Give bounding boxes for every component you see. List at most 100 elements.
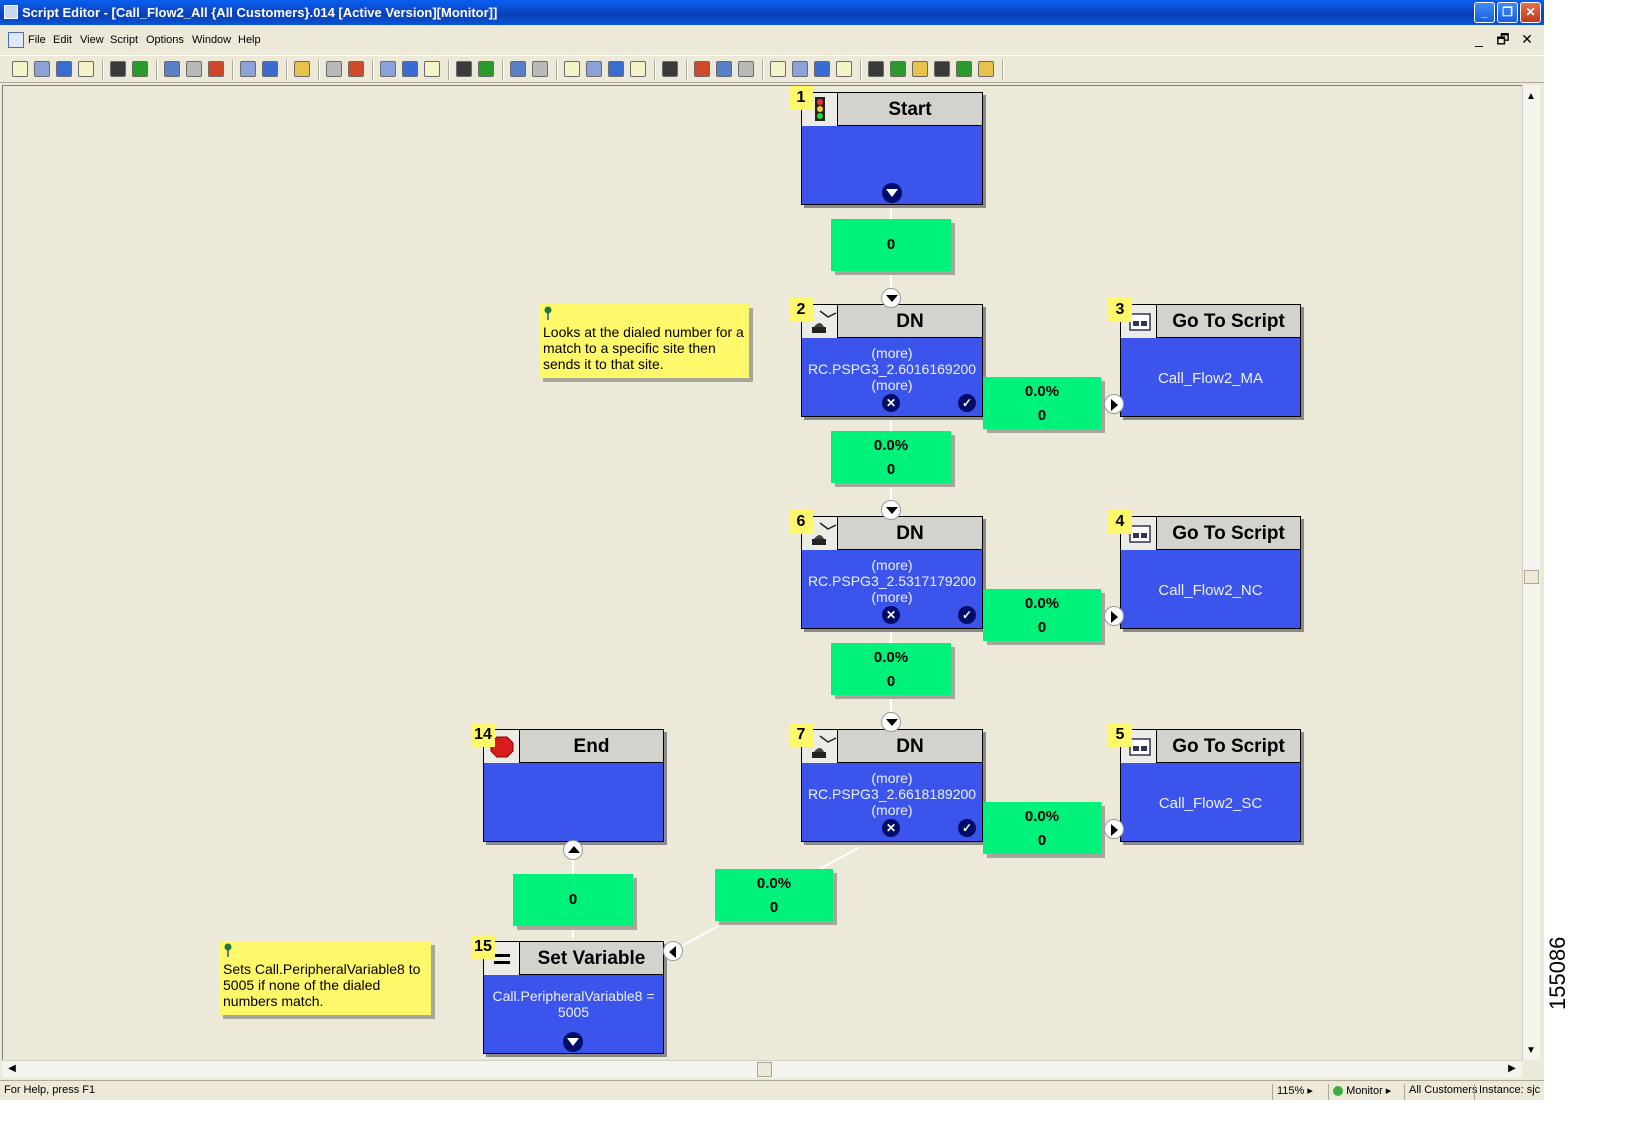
- scroll-up-icon[interactable]: ▲: [1526, 91, 1536, 102]
- counter-dn7-fail: 0.0% 0: [715, 869, 833, 921]
- connect-icon[interactable]: [402, 61, 418, 77]
- scroll-left-icon[interactable]: ◀: [8, 1063, 16, 1074]
- doc-restore-button[interactable]: 🗗: [1496, 31, 1510, 47]
- failure-connector-icon[interactable]: ✕: [882, 819, 900, 837]
- failure-connector-icon[interactable]: ✕: [882, 606, 900, 624]
- connector-in-6[interactable]: [881, 500, 901, 520]
- connector-in-14[interactable]: [563, 840, 583, 860]
- doc-minimize-button[interactable]: _: [1475, 31, 1483, 47]
- print-icon[interactable]: [956, 61, 972, 77]
- validate-icon[interactable]: [262, 61, 278, 77]
- success-connector-icon[interactable]: ✓: [958, 394, 976, 412]
- copy-icon[interactable]: [186, 61, 202, 77]
- node-end[interactable]: 14 End: [471, 723, 664, 842]
- comment-note-2[interactable]: Sets Call.PeripheralVariable8 to 5005 if…: [219, 941, 431, 1015]
- failure-connector-icon[interactable]: ✕: [882, 394, 900, 412]
- connector-in-4[interactable]: [1104, 606, 1124, 626]
- link-icon[interactable]: [510, 61, 526, 77]
- node-icon[interactable]: [456, 61, 472, 77]
- connector-in-5[interactable]: [1104, 819, 1124, 839]
- scroll-thumb[interactable]: [1524, 570, 1539, 584]
- zoom-fit-icon[interactable]: [564, 61, 580, 77]
- new-icon[interactable]: [868, 61, 884, 77]
- browse-mode-icon[interactable]: [424, 61, 440, 77]
- menu-script[interactable]: Script: [110, 34, 139, 46]
- node-dn-7[interactable]: 7 DN (more) RC.PSPG3_2.6618189200 (more)…: [789, 723, 983, 842]
- browse-icon[interactable]: [294, 61, 310, 77]
- find-icon[interactable]: [240, 61, 256, 77]
- align-icon[interactable]: [792, 61, 808, 77]
- lay-out-icon[interactable]: [694, 61, 710, 77]
- zoom-custom-icon[interactable]: [630, 61, 646, 77]
- print-preview-icon[interactable]: [132, 61, 148, 77]
- close-button[interactable]: ✕: [1520, 2, 1541, 23]
- menu-view[interactable]: View: [80, 34, 104, 46]
- scroll-down-icon[interactable]: ▼: [1526, 1045, 1536, 1056]
- find-node-icon[interactable]: [532, 61, 548, 77]
- validate-all-icon[interactable]: [738, 61, 754, 77]
- document-icon[interactable]: [8, 32, 24, 48]
- status-mode[interactable]: Monitor ▸: [1328, 1084, 1402, 1100]
- scroll-right-icon[interactable]: ▶: [1508, 1063, 1516, 1074]
- connector-in-15[interactable]: [663, 941, 683, 961]
- node-title: DN: [896, 523, 924, 544]
- comment-note-1[interactable]: Looks at the dialed number for a match t…: [539, 304, 749, 378]
- node-line: RC.PSPG3_2.6618189200: [807, 786, 977, 802]
- tree-icon[interactable]: [770, 61, 786, 77]
- save-all-icon[interactable]: [78, 61, 94, 77]
- node-dn-2[interactable]: 2 DN (more) RC.PSPG3_2.6016169200 (more)…: [789, 298, 983, 417]
- save-icon[interactable]: [912, 61, 928, 77]
- node-dn-6[interactable]: 6 DN (more) RC.PSPG3_2.5317179200 (more)…: [789, 510, 983, 629]
- grid-icon[interactable]: [662, 61, 678, 77]
- validate-script-icon[interactable]: [716, 61, 732, 77]
- open-icon[interactable]: [34, 61, 50, 77]
- print-preview-icon[interactable]: [978, 61, 994, 77]
- distribute-icon[interactable]: [814, 61, 830, 77]
- menu-file[interactable]: File: [28, 34, 46, 46]
- new-icon[interactable]: [12, 61, 28, 77]
- counter-value: 0: [886, 236, 896, 253]
- select-icon[interactable]: [380, 61, 396, 77]
- zoom-out-icon[interactable]: [608, 61, 624, 77]
- connector-in-2[interactable]: [881, 288, 901, 308]
- success-connector-icon[interactable]: ✓: [958, 819, 976, 837]
- exit-connector[interactable]: [563, 1032, 583, 1052]
- figure-id: 155086: [1545, 936, 1570, 1010]
- help-icon[interactable]: [326, 61, 342, 77]
- doc-close-button[interactable]: ✕: [1521, 31, 1533, 47]
- node-goto-5[interactable]: 5 Go To Script Call_Flow2_SC: [1108, 723, 1301, 842]
- menu-help[interactable]: Help: [238, 34, 261, 46]
- scroll-thumb[interactable]: [757, 1062, 772, 1077]
- route-icon[interactable]: [478, 61, 494, 77]
- connector-in-7[interactable]: [881, 712, 901, 732]
- comment-text: Sets Call.PeripheralVariable8 to 5005 if…: [223, 961, 421, 1009]
- connector-in-3[interactable]: [1104, 394, 1124, 414]
- arrange-icon[interactable]: [836, 61, 852, 77]
- node-goto-4[interactable]: 4 Go To Script Call_Flow2_NC: [1108, 510, 1301, 629]
- minimize-button[interactable]: _: [1474, 2, 1495, 23]
- counter-dn2-success: 0.0% 0: [983, 377, 1101, 429]
- menu-options[interactable]: Options: [146, 34, 184, 46]
- save-icon[interactable]: [56, 61, 72, 77]
- node-goto-3[interactable]: 3 Go To Script Call_Flow2_MA: [1108, 298, 1301, 417]
- node-start[interactable]: 1 Start: [789, 86, 983, 205]
- paste-icon[interactable]: [208, 61, 224, 77]
- zoom-in-icon[interactable]: [586, 61, 602, 77]
- menu-edit[interactable]: Edit: [53, 34, 72, 46]
- cut-icon[interactable]: [164, 61, 180, 77]
- vertical-scrollbar[interactable]: ▲ ▼: [1522, 85, 1540, 1060]
- open-icon[interactable]: [890, 61, 906, 77]
- context-help-icon[interactable]: [348, 61, 364, 77]
- exit-connector[interactable]: [882, 183, 902, 203]
- success-connector-icon[interactable]: ✓: [958, 606, 976, 624]
- restore-button[interactable]: ❐: [1497, 2, 1518, 23]
- node-title: Go To Script: [1172, 311, 1285, 332]
- print-icon[interactable]: [110, 61, 126, 77]
- status-zoom[interactable]: 115% ▸: [1272, 1084, 1326, 1100]
- title-bar[interactable]: Script Editor - [Call_Flow2_All {All Cus…: [0, 0, 1544, 25]
- node-set-variable[interactable]: 15 Set Variable Call.PeripheralVariable8…: [471, 935, 664, 1054]
- save-all-icon[interactable]: [934, 61, 950, 77]
- horizontal-scrollbar[interactable]: ◀ ▶: [2, 1060, 1522, 1078]
- menu-window[interactable]: Window: [192, 34, 232, 46]
- script-canvas[interactable]: 1 Start 2 DN (more) RC.PSPG3_2.601616920…: [2, 85, 1522, 1060]
